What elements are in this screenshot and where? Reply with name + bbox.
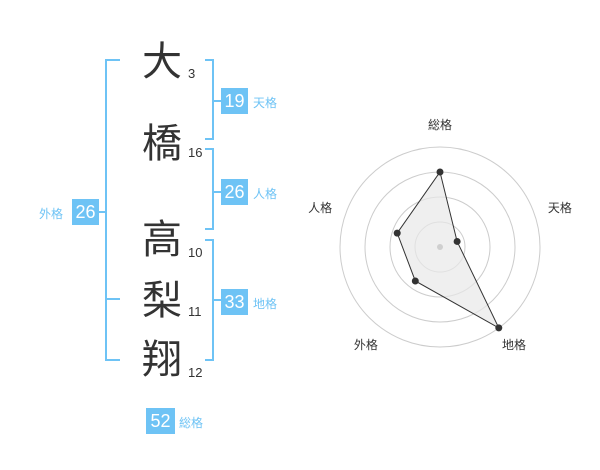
gaikaku-value-badge: 26 — [72, 199, 99, 225]
given-char-3: 翔 — [142, 337, 182, 383]
radar-point-2 — [453, 237, 461, 245]
soukaku-label: 総格 — [179, 416, 204, 430]
radar-point-1 — [436, 168, 444, 176]
radar-ring — [339, 146, 541, 348]
given-char-1: 高 — [142, 217, 182, 263]
gaikaku-label: 外格 — [39, 207, 64, 221]
radar-point-3 — [495, 324, 503, 332]
surname-char-2-strokes: 16 — [188, 145, 203, 160]
tenkaku-label: 天格 — [253, 96, 278, 110]
jinkaku-label: 人格 — [253, 187, 278, 201]
surname-char-1: 大 — [142, 39, 182, 85]
tenkaku-value-badge: 19 — [221, 88, 248, 114]
radar-axis-label-4: 外格 — [354, 337, 378, 352]
radar-axis-label-1: 総格 — [428, 117, 452, 132]
given-char-1-strokes: 10 — [188, 245, 203, 260]
grade-brackets — [99, 59, 221, 361]
gaikaku-bracket — [105, 59, 120, 361]
surname-char-1-strokes: 3 — [188, 66, 196, 81]
chikaku-label: 地格 — [253, 297, 278, 311]
radar-value-area — [396, 170, 500, 330]
radar-axis-label-5: 人格 — [308, 200, 332, 215]
jinkaku-bracket — [205, 148, 214, 230]
radar-center-dot — [437, 244, 443, 250]
tenkaku-bracket — [205, 59, 214, 140]
jinkaku-value-badge: 26 — [221, 179, 248, 205]
radar-point-4 — [411, 277, 419, 285]
radar-point-5 — [393, 229, 401, 237]
chikaku-value-badge: 33 — [221, 289, 248, 315]
given-char-3-strokes: 12 — [188, 365, 203, 380]
given-char-2: 梨 — [142, 278, 182, 324]
surname-char-2: 橋 — [142, 121, 182, 167]
radar-axis-label-3: 地格 — [502, 337, 526, 352]
given-char-2-strokes: 11 — [188, 304, 202, 319]
chikaku-bracket — [205, 239, 214, 361]
soukaku-value-badge: 52 — [146, 408, 175, 434]
radar-axis-label-2: 天格 — [548, 200, 572, 215]
